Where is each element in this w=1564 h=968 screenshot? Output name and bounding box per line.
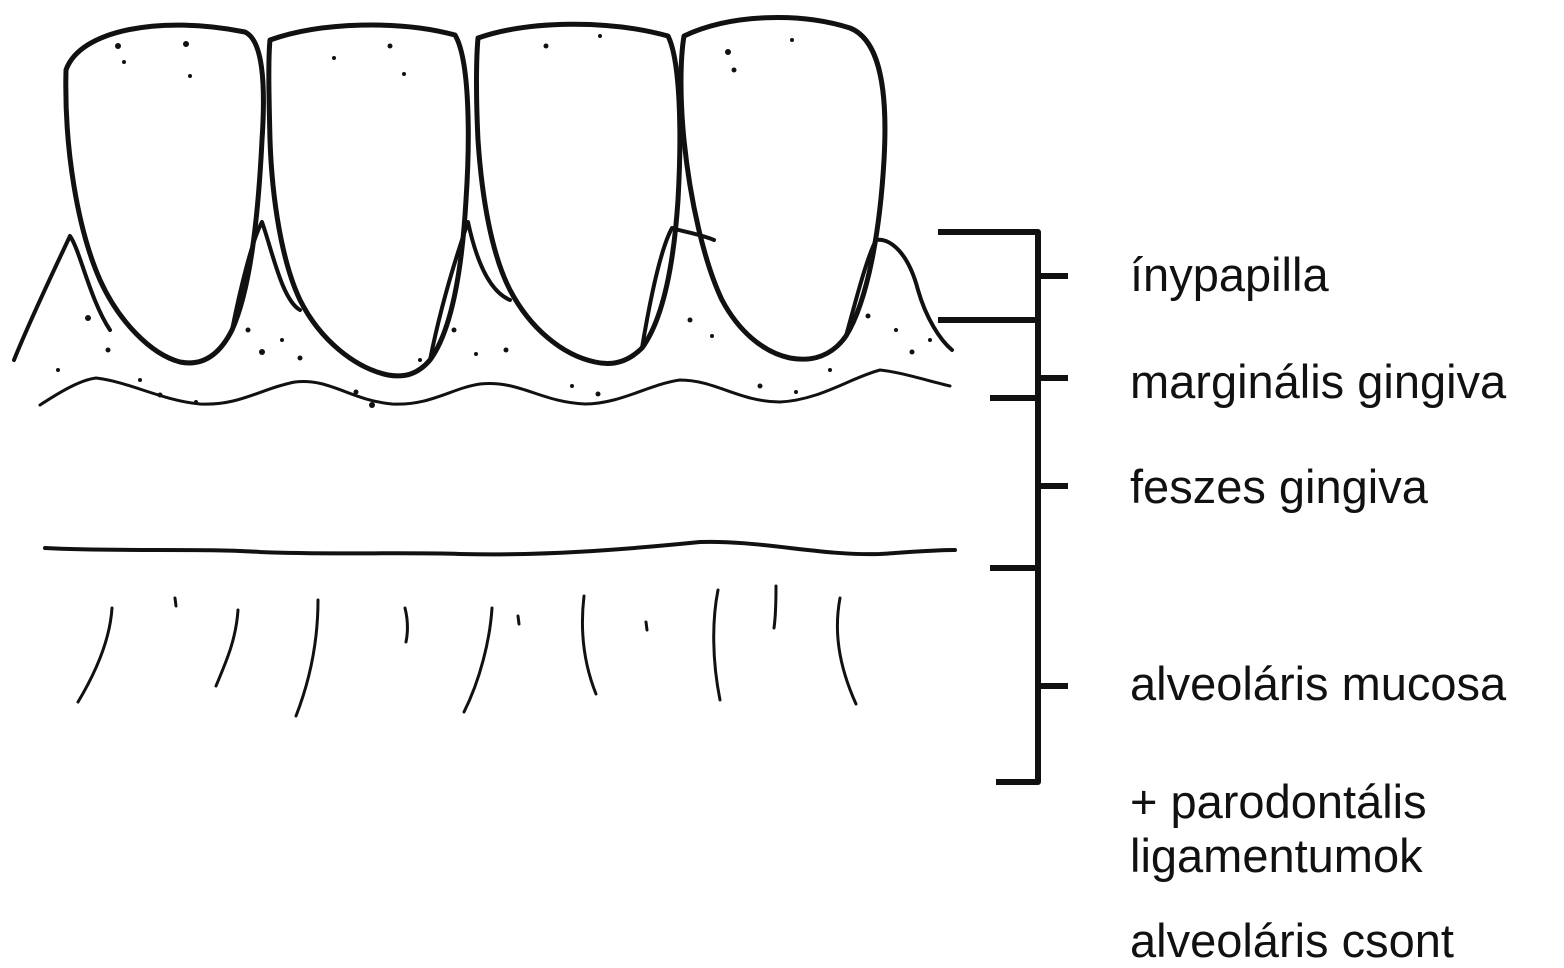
label-alveolar-mucosa: alveoláris mucosa (1130, 657, 1506, 711)
label-periodontal-ligaments: + parodontális ligamentumok (1130, 775, 1427, 883)
label-periodontal-ligaments-line2: ligamentumok (1130, 829, 1427, 883)
layers-bracket (938, 232, 1068, 782)
label-attached-gingiva: feszes gingiva (1130, 460, 1428, 514)
label-periodontal-ligaments-line1: + parodontális (1130, 775, 1427, 829)
mucosa-boundary-line (45, 542, 955, 555)
periodontal-fiber-strokes (78, 586, 856, 716)
tooth-stipple (115, 34, 794, 78)
label-alveolar-bone: alveoláris csont (1130, 914, 1454, 968)
gingival-margin-line (14, 222, 952, 360)
gingiva-stipple (56, 300, 932, 408)
mucogingival-scallop-line (40, 370, 950, 405)
label-marginal-gingiva: marginális gingiva (1130, 355, 1506, 409)
label-interdental-papilla: ínypapilla (1130, 248, 1329, 302)
